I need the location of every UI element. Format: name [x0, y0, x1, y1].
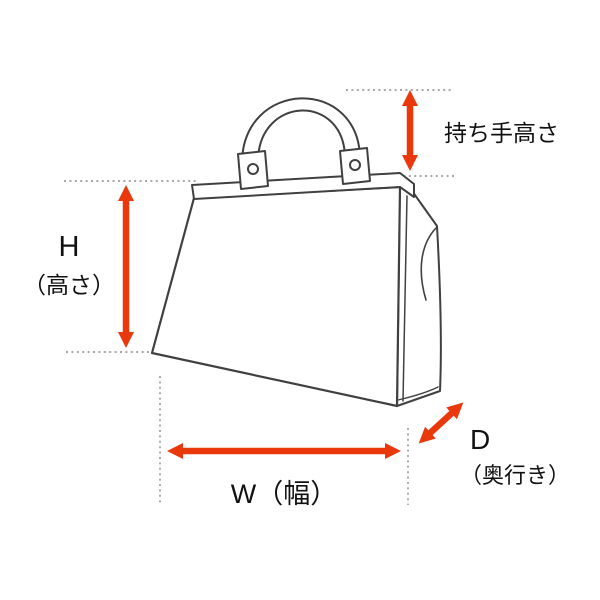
- width-label: W（幅）: [230, 479, 338, 509]
- handle-height-label: 持ち手高さ: [444, 120, 559, 146]
- height-name-label: （高さ）: [23, 272, 115, 298]
- bag-front-face: [150, 185, 402, 408]
- depth-name-label: （奥行き）: [460, 463, 571, 488]
- bag-rivet-left: [247, 163, 259, 175]
- bag-side-bottom-line: [397, 386, 439, 401]
- bag-handle-outer: [240, 97, 362, 167]
- bag-side-fold: [420, 227, 437, 301]
- height-label: H （高さ）: [16, 231, 122, 300]
- height-symbol-label: H: [58, 231, 80, 263]
- depth-arrow: [418, 402, 464, 444]
- bag-illustration: [150, 97, 442, 408]
- dimension-arrows: [118, 90, 464, 459]
- bag-front-right-inner-edge: [402, 195, 408, 402]
- bag-handle-inner: [256, 109, 347, 164]
- guide-lines: [64, 89, 456, 505]
- bag-side-panel: [396, 173, 442, 407]
- depth-label: D （奥行き）: [460, 424, 570, 490]
- depth-symbol-label: D: [470, 424, 491, 455]
- bag-rivet-right: [349, 159, 361, 171]
